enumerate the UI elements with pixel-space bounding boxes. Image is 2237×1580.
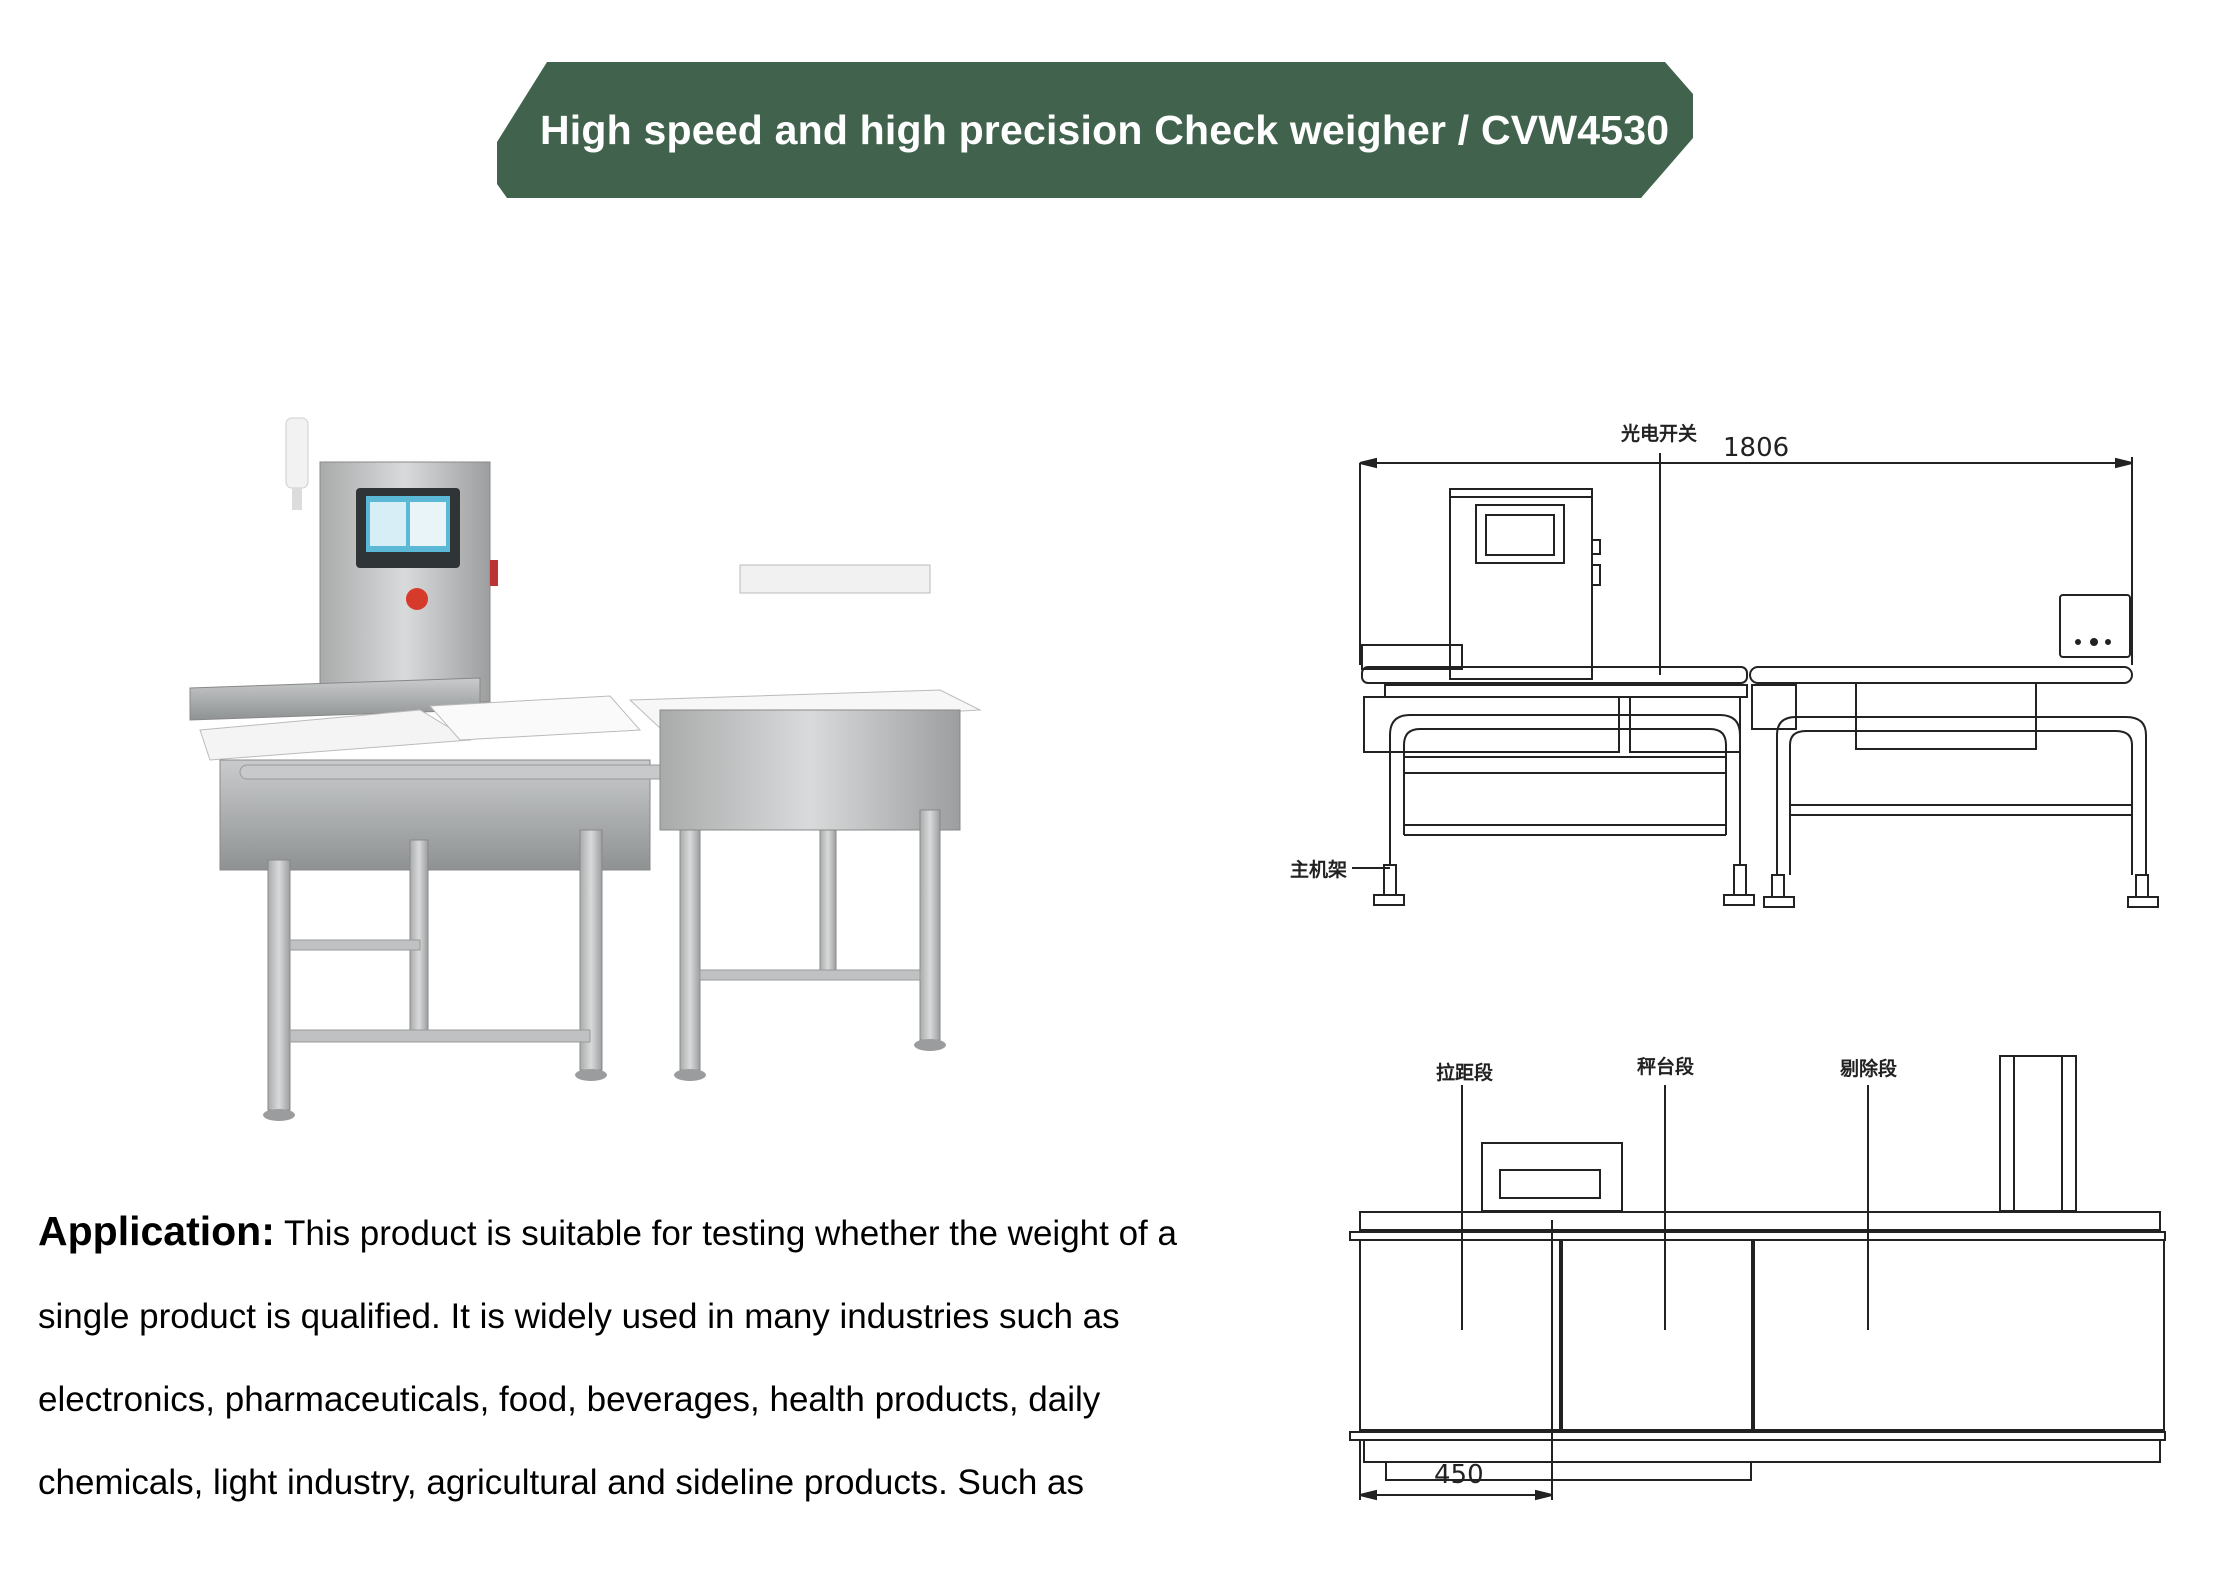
section-length-dimension: 450 <box>1434 1460 1484 1490</box>
application-heading: Application: <box>38 1208 275 1254</box>
application-paragraph: Application: This product is suitable fo… <box>38 1190 1278 1524</box>
rejection-section-label: 剔除段 <box>1840 1058 1898 1080</box>
title-banner: High speed and high precision Check weig… <box>497 62 1693 198</box>
spacing-section-label: 拉距段 <box>1436 1062 1494 1084</box>
emergency-stop-icon <box>406 588 428 610</box>
front-view-drawing: 光电开关 1806 主机架 <box>1290 405 2170 1005</box>
total-length-dimension: 1806 <box>1723 433 1790 463</box>
banner-shape <box>497 62 1693 198</box>
application-line-2: single product is qualified. It is widel… <box>38 1297 1120 1336</box>
main-frame-label: 主机架 <box>1290 859 1348 881</box>
signal-light-icon <box>285 417 309 510</box>
photoelectric-switch-label: 光电开关 <box>1621 423 1698 445</box>
top-view-drawing: 拉距段 秤台段 剔除段 450 <box>1340 1040 2170 1510</box>
application-line-4: chemicals, light industry, agricultural … <box>38 1463 1084 1502</box>
product-photo <box>180 410 1080 1130</box>
page-title: High speed and high precision Check weig… <box>540 107 1670 153</box>
application-line-1: Application: This product is suitable fo… <box>38 1208 1177 1254</box>
application-line-3: electronics, pharmaceuticals, food, beve… <box>38 1380 1101 1419</box>
weighing-section-label: 秤台段 <box>1637 1056 1695 1078</box>
